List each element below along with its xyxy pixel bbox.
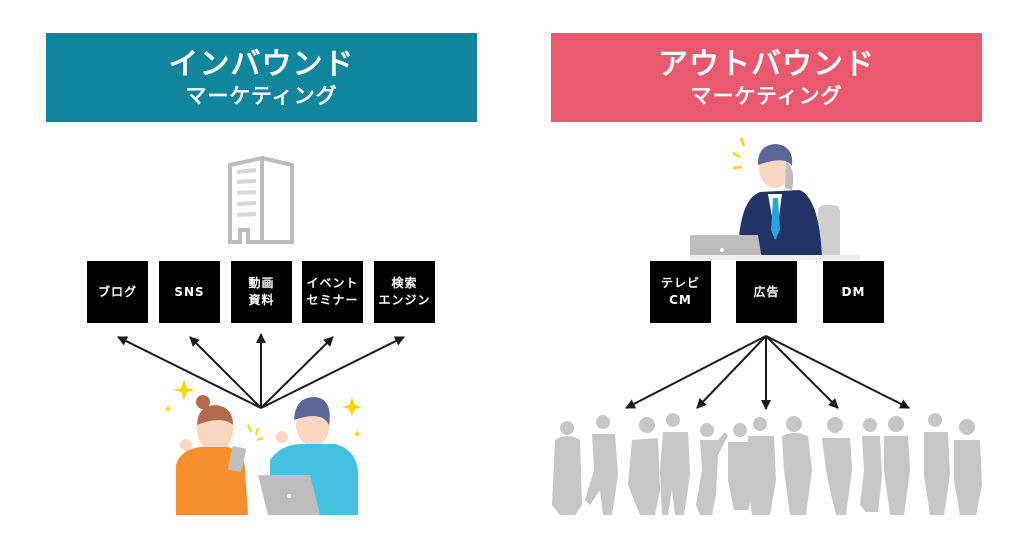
person-silhouette <box>660 413 690 515</box>
arrow-to-blog <box>117 336 262 409</box>
inbound-arrows <box>117 333 405 409</box>
happy-customers-icon <box>164 380 362 515</box>
sparkle-icon <box>342 398 362 416</box>
person-silhouette <box>822 417 852 515</box>
person-silhouette <box>884 416 910 515</box>
channel-advertising: 広告 <box>736 261 797 323</box>
person-silhouette <box>782 416 812 515</box>
arrow-to-crowd-1 <box>625 335 767 409</box>
crowd-silhouettes-icon <box>552 413 982 515</box>
arrow-to-sns <box>189 336 262 409</box>
arrow-to-search <box>260 336 405 409</box>
salesman-on-phone-icon <box>690 137 860 260</box>
person-silhouette <box>628 417 660 515</box>
inbound-title: インバウンド <box>168 46 355 82</box>
arrow-to-crowd-5 <box>765 335 910 409</box>
outbound-title: アウトバウンド <box>658 46 875 82</box>
channel-video-materials: 動画 資料 <box>231 261 292 323</box>
outbound-marketing-header: アウトバウンド マーケティング <box>551 33 982 122</box>
office-building-icon <box>228 155 294 244</box>
channel-tv-cm: テレビ CM <box>650 261 711 323</box>
channel-sns: SNS <box>159 261 220 323</box>
sparkle-icon <box>173 380 195 400</box>
sparkle-icon <box>353 430 361 438</box>
person-silhouette <box>552 421 582 515</box>
outbound-subtitle: マーケティング <box>690 83 843 108</box>
person-silhouette <box>585 415 618 515</box>
person-silhouette <box>954 419 982 515</box>
sparkle-icon <box>164 405 172 413</box>
inbound-marketing-header: インバウンド マーケティング <box>46 33 477 122</box>
channel-dm: DM <box>823 261 884 323</box>
person-silhouette <box>696 423 728 515</box>
inbound-subtitle: マーケティング <box>185 83 338 108</box>
channel-search-engine: 検索 エンジン <box>374 261 435 323</box>
person-silhouette <box>860 418 882 512</box>
arrow-to-crowd-2 <box>696 335 767 409</box>
channel-event-seminar: イベント セミナー <box>302 261 363 323</box>
arrow-to-event <box>260 336 334 409</box>
arrow-to-crowd-4 <box>765 335 839 409</box>
person-silhouette <box>746 417 776 515</box>
outbound-arrows <box>625 335 910 410</box>
person-silhouette <box>924 413 950 515</box>
channel-blog: ブログ <box>87 261 148 323</box>
